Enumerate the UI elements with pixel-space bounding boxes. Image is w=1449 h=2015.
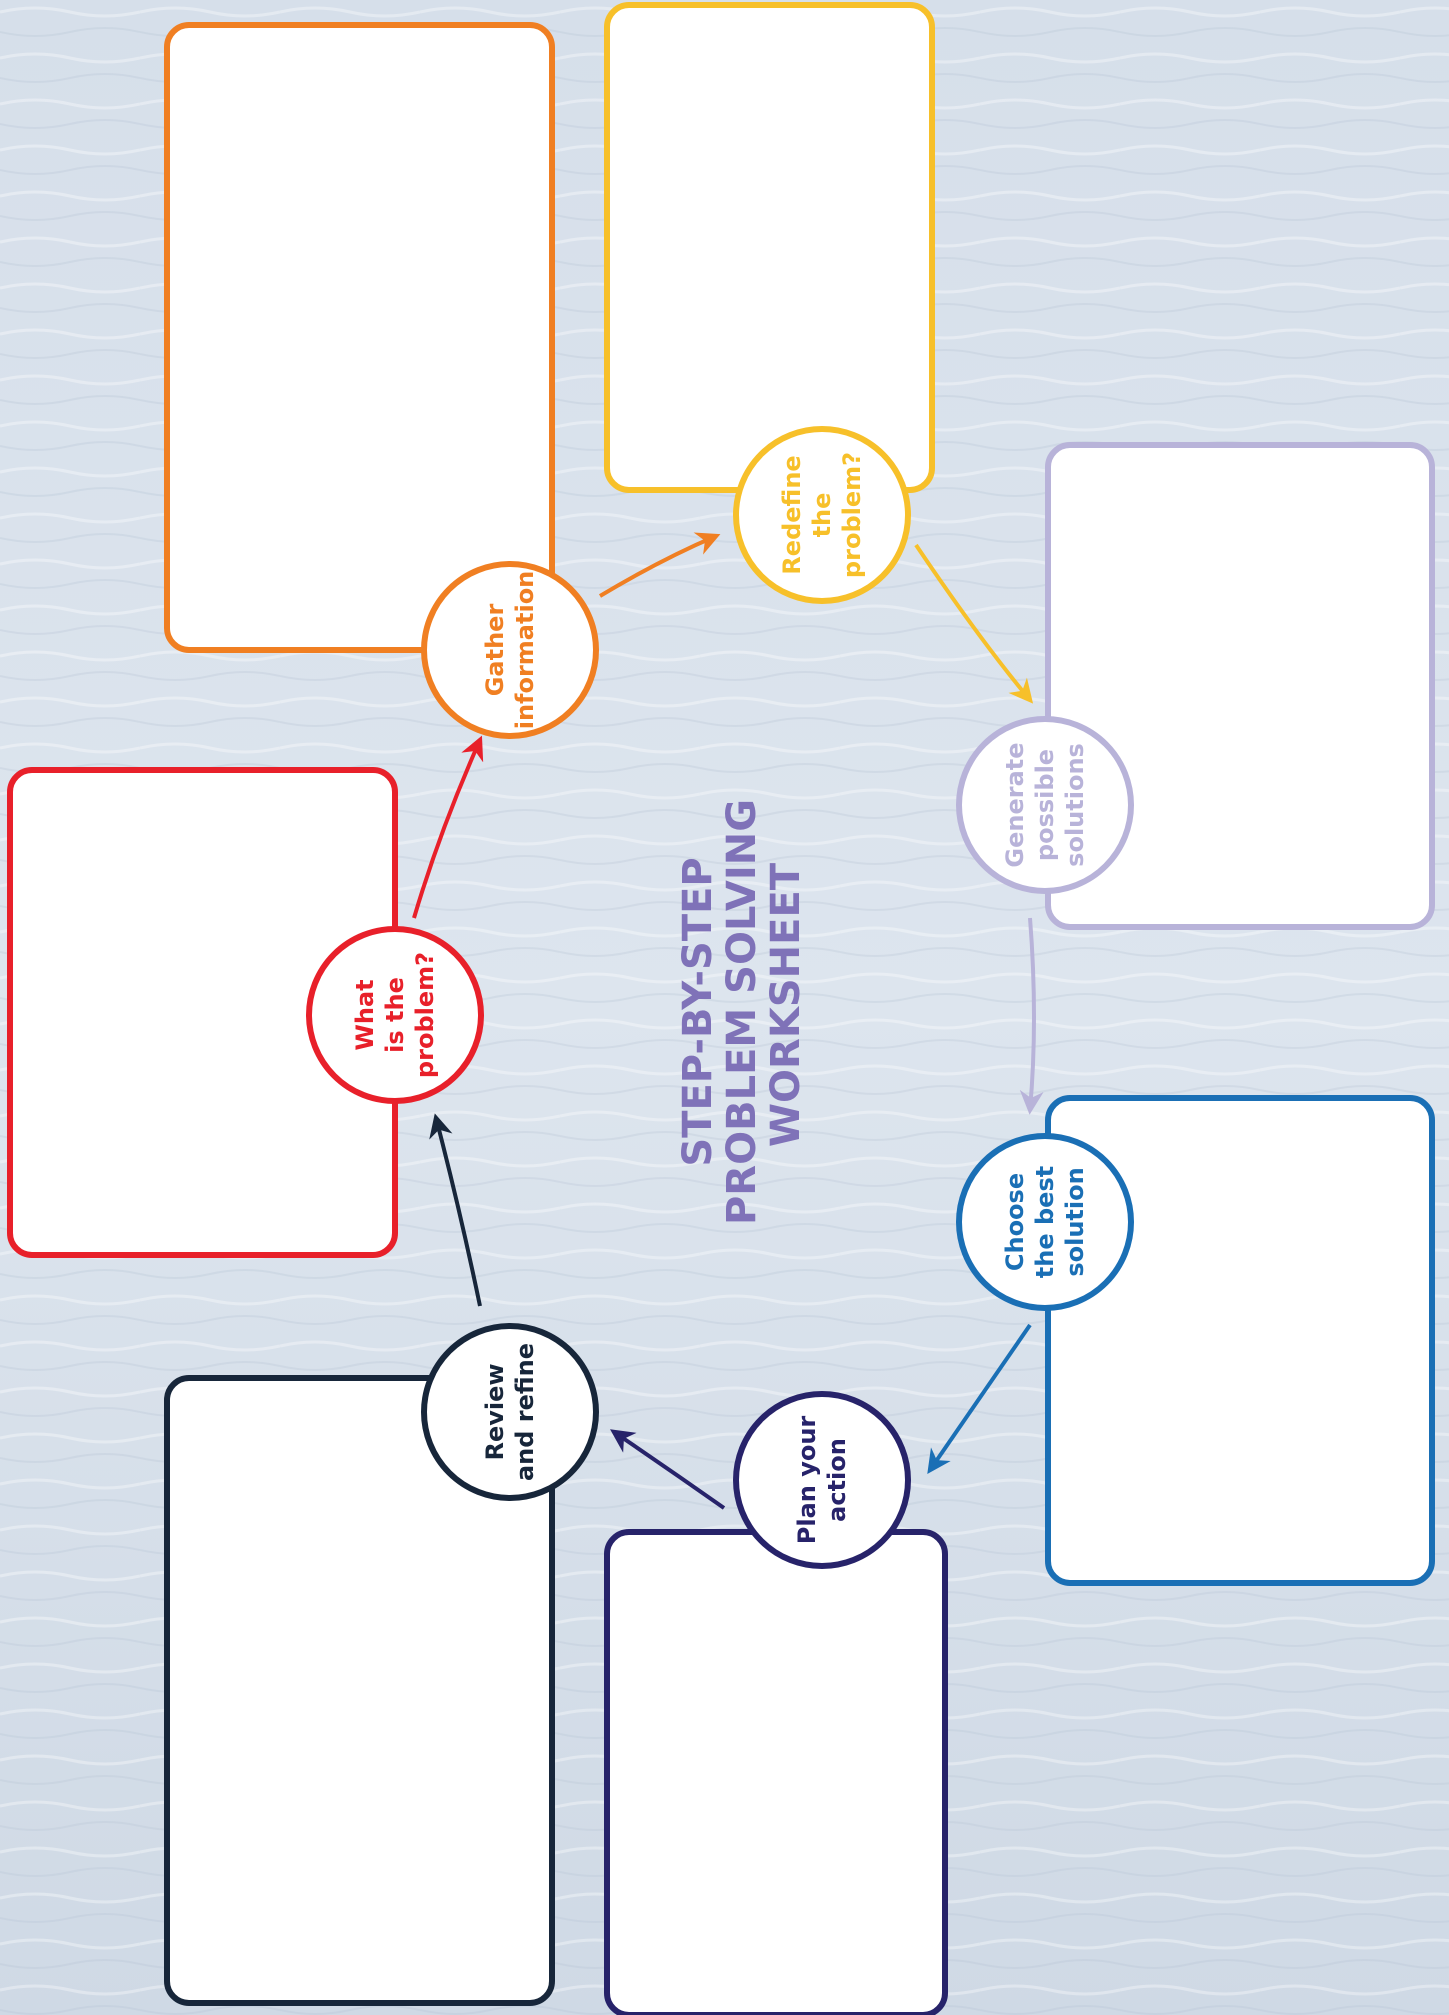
gather-information-answer-box[interactable]: [164, 22, 555, 653]
generate-possible-solutions-label: Generatepossiblesolutions: [1001, 742, 1089, 867]
gather-information-label: Gatherinformation: [481, 571, 539, 730]
generate-possible-solutions-step-node: Generatepossiblesolutions: [956, 716, 1134, 894]
plan-your-action-answer-box[interactable]: [604, 1529, 948, 2015]
redefine-the-problem-answer-box[interactable]: [604, 2, 935, 493]
review-and-refine-step-node: Reviewand refine: [421, 1323, 599, 1501]
plan-your-action-circle: [733, 1391, 911, 1569]
arrow-generate-possible-solutions-to-choose-the-best-solution: [1019, 917, 1044, 1115]
worksheet-title: STEP-BY-STEP PROBLEM SOLVING WORKSHEET: [675, 785, 809, 1225]
what-is-the-problem-step-node: Whatis theproblem?: [306, 926, 484, 1104]
arrow-plan-your-action-to-review-and-refine: [610, 1429, 726, 1510]
plan-your-action-label: Plan youraction: [793, 1416, 851, 1545]
arrow-gather-information-to-redefine-the-problem: [598, 532, 721, 598]
generate-possible-solutions-circle: [956, 716, 1134, 894]
arrow-what-is-the-problem-to-gather-information: [412, 735, 484, 919]
choose-the-best-solution-step-node: Choosethe bestsolution: [956, 1133, 1134, 1311]
review-and-refine-answer-box[interactable]: [164, 1375, 555, 2006]
choose-the-best-solution-answer-box[interactable]: [1045, 1095, 1435, 1586]
review-and-refine-label: Reviewand refine: [481, 1343, 539, 1481]
arrow-review-and-refine-to-what-is-the-problem: [429, 1113, 482, 1307]
review-and-refine-circle: [421, 1323, 599, 1501]
arrow-choose-the-best-solution-to-plan-your-action: [927, 1323, 1032, 1474]
gather-information-step-node: Gatherinformation: [421, 561, 599, 739]
what-is-the-problem-label: Whatis theproblem?: [351, 952, 439, 1078]
gather-information-circle: [421, 561, 599, 739]
what-is-the-problem-circle: [306, 926, 484, 1104]
arrow-redefine-the-problem-to-generate-possible-solutions: [914, 543, 1034, 704]
redefine-the-problem-label: Redefinetheproblem?: [778, 452, 866, 578]
redefine-the-problem-step-node: Redefinetheproblem?: [733, 426, 911, 604]
choose-the-best-solution-circle: [956, 1133, 1134, 1311]
choose-the-best-solution-label: Choosethe bestsolution: [1001, 1166, 1089, 1278]
redefine-the-problem-circle: [733, 426, 911, 604]
generate-possible-solutions-answer-box[interactable]: [1045, 442, 1435, 930]
plan-your-action-step-node: Plan youraction: [733, 1391, 911, 1569]
